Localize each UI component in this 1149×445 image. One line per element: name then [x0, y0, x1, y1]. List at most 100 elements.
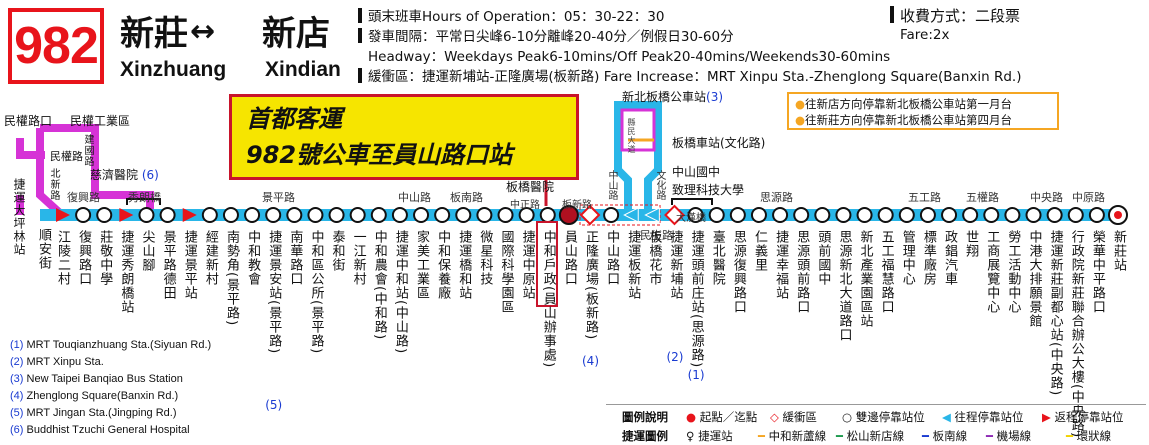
stop-name: 仁義里 — [751, 230, 767, 272]
stop-name: 捷運景安站(景平路) — [266, 230, 282, 355]
jianguo-road-label: 建國路 — [82, 134, 93, 167]
terminal-icon: ● — [686, 410, 697, 424]
stop-marker — [497, 207, 514, 223]
footnote-num: (3) — [10, 373, 24, 385]
minquan-road-label: 民權路 — [50, 150, 83, 163]
road-wenhua: 文化路 — [654, 170, 665, 200]
stop-name: 中和區公所(景平路) — [308, 230, 324, 355]
road-xiulang: 秀朗橋 — [128, 191, 161, 204]
mrt-station-icon: ♀ — [686, 429, 695, 443]
road-wugong: 五工路 — [908, 191, 941, 204]
stop-name: 家美工業區 — [414, 230, 430, 300]
stop-marker — [75, 207, 92, 223]
terminal-from-en: Xinzhuang — [120, 58, 227, 81]
footnote-num: (6) — [10, 424, 24, 436]
headway-zh-line: 發車間隔：平常日尖峰6-10分離峰20-40分／例假日30-60分 — [358, 25, 734, 45]
stop-marker — [265, 207, 282, 223]
stop-marker — [413, 207, 430, 223]
footnote-item: (4) Zhenglong Square(Banxin Rd.) — [10, 390, 178, 402]
footnote-num: (4) — [10, 390, 24, 402]
stop-name: 捷運新埔站 — [667, 230, 683, 300]
stop-marks — [56, 204, 1128, 226]
stop-marker — [750, 207, 767, 223]
footnote-text: MRT Touqianzhuang Sta.(Siyuan Rd.) — [26, 339, 212, 351]
stop-name: 泰和街 — [329, 230, 345, 272]
stop-marker — [664, 204, 685, 226]
stop-name: 景平路德田 — [160, 230, 176, 300]
stop-name: 勞工活動中心 — [1005, 230, 1021, 314]
dahan-bridge-bracket — [671, 198, 713, 205]
stop-name: 正隆廣場(板新路) — [583, 230, 598, 341]
stop-name: 莊敬中學 — [97, 230, 113, 286]
highlight-callout: 首都客運 982號公車至員山路口站 — [229, 94, 579, 180]
stop-marker — [182, 208, 197, 222]
stop-marker — [835, 207, 852, 223]
footnote-ref: (2) — [666, 350, 684, 364]
stop-marker — [159, 207, 176, 223]
stop-marker — [391, 207, 408, 223]
ring-road-label: 縣民大道 — [627, 118, 636, 154]
stop-marker — [119, 208, 134, 222]
stop-marker — [814, 207, 831, 223]
road-zhongzheng: 中正路 — [510, 200, 540, 211]
notice-line1: ●往新店方向停靠新北板橋公車站第一月台 — [795, 97, 1013, 111]
footnote-ref: (4) — [582, 354, 599, 368]
stop-name: 新莊站 — [1111, 230, 1126, 272]
stop-marker — [856, 207, 873, 223]
stop-name: 一江新村 — [350, 230, 366, 286]
callout-line2: 982號公車至員山路口站 — [246, 141, 513, 169]
route-number-box: 982 — [8, 8, 104, 84]
stop-name: 南勢角(景平路) — [223, 230, 239, 327]
stop-marker — [1114, 211, 1122, 219]
zhongshan-jr-label: 中山國中 — [672, 165, 721, 179]
stop-marker — [1046, 207, 1063, 223]
stop-name: 思源復興路口 — [730, 230, 746, 314]
stop-name: 員山路口 — [561, 230, 577, 286]
road-siyuan: 思源路 — [760, 191, 793, 204]
stop-name: 中和保養廠 — [435, 230, 451, 300]
banqiao-bus-station-label: 新北板橋公車站(3) — [622, 90, 724, 104]
stop-marker — [983, 207, 1000, 223]
stop-name: 板橋花市 — [646, 230, 662, 286]
stop-marker — [222, 207, 239, 223]
zhiyi-university-label: 致理科技大學 — [672, 183, 745, 197]
road-zhongyuan: 中原路 — [1072, 191, 1105, 204]
stop-marker — [138, 207, 155, 223]
minquan-industrial-label: 民權工業區 — [70, 114, 131, 128]
footnote-item: (3) New Taipei Banqiao Bus Station — [10, 373, 183, 385]
footnote-item: (6) Buddhist Tzuchi General Hospital — [10, 424, 190, 436]
stop-name: 捷運板新站 — [625, 230, 641, 300]
stop-name: 管理中心 — [899, 230, 915, 286]
shunan-street-label: 順安街 — [36, 228, 51, 270]
zhonghe-line-icon: ━ — [758, 429, 765, 443]
stop-marker — [1004, 207, 1021, 223]
platform-notice: ●往新店方向停靠新北板橋公車站第一月台 ●往新莊方向停靠新北板橋公車站第四月台 — [787, 92, 1059, 130]
stop-marker — [96, 207, 113, 223]
stop-name: 頭前國中 — [815, 230, 831, 286]
banqiao-loop — [614, 101, 662, 215]
legend-title: 圖例說明 — [622, 410, 668, 424]
stop-marker — [1025, 207, 1042, 223]
stop-marker — [476, 207, 493, 223]
road-zhongshan: 中山路 — [398, 191, 431, 204]
footnote-item: (2) MRT Xinpu Sta. — [10, 356, 104, 368]
buffer-text: 緩衝區：捷運新埔站-正隆廣場(板新路) Fare Increase：MRT Xi… — [368, 69, 1022, 85]
stop-name: 捷運景平站 — [181, 230, 197, 300]
stop-name: 世翔 — [963, 230, 979, 258]
xiulang-bridge-bracket — [126, 198, 161, 205]
banqiao-hospital-label: 板橋醫院 — [506, 180, 555, 194]
beixin-road-label: 北新路 — [48, 168, 59, 201]
footnote-text: MRT Xinpu Sta. — [26, 356, 104, 368]
stop-name: 中港大排願景館 — [1026, 230, 1042, 328]
legend-both: ○ 雙邊停靠站位 — [842, 410, 925, 424]
circular-line-icon: ━ — [1066, 429, 1073, 443]
stop-marker — [201, 207, 218, 223]
footnote-num: (1) — [10, 339, 24, 351]
airport-line-icon: ━ — [986, 429, 993, 443]
daping-station-label: 捷運大坪林站 — [12, 178, 26, 256]
terminal-to-en: Xindian — [265, 58, 341, 81]
legend-circular: ━ 環狀線 — [1066, 429, 1112, 443]
stop-name: 五工福慧路口 — [878, 230, 894, 314]
stop-name: 中和戶政(員山辦事處) — [540, 230, 556, 369]
